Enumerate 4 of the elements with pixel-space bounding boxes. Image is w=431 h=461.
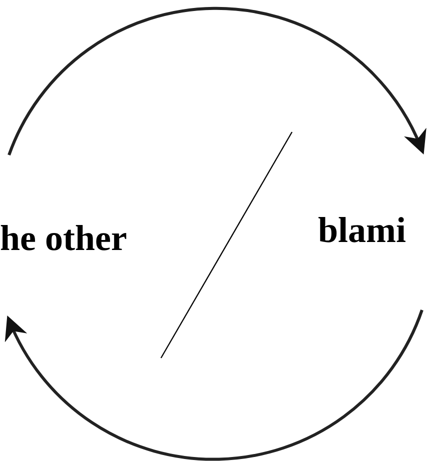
cycle-arrow <box>6 309 424 461</box>
cycle-label: he other <box>0 220 127 256</box>
cycle-arrow <box>8 7 425 156</box>
cycle-label: blami <box>318 212 406 248</box>
